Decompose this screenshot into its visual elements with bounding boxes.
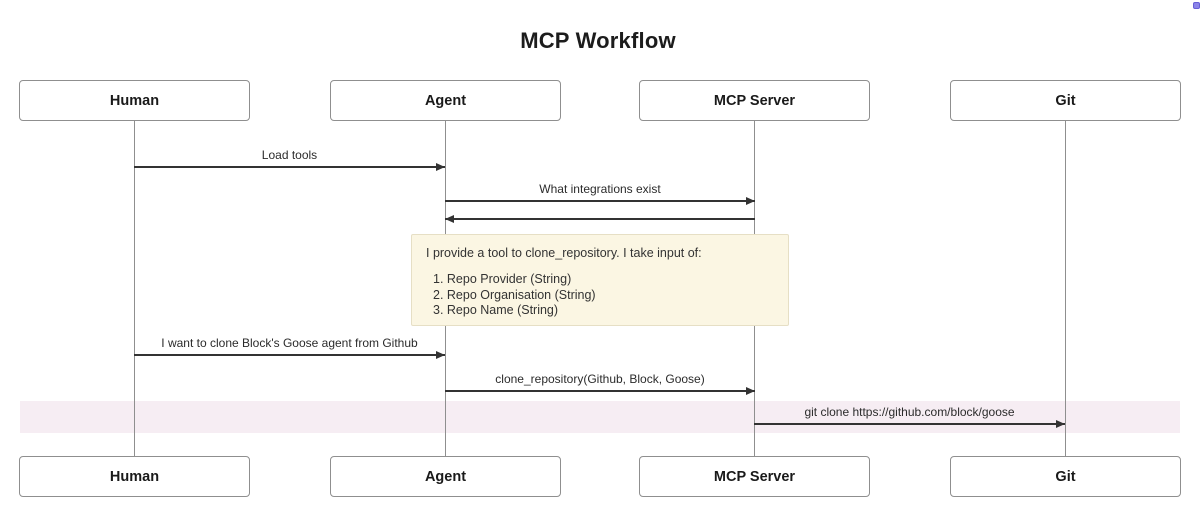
lifeline-git [1065, 121, 1066, 456]
arrow-right-icon [445, 387, 755, 394]
actor-agent-top: Agent [330, 80, 561, 121]
diagram-title: MCP Workflow [520, 28, 676, 53]
actor-label: MCP Server [713, 92, 796, 109]
note-item: 1. Repo Provider (String) [433, 272, 572, 286]
message-clone-repository-call: clone_repository(Github, Block, Goose) [445, 372, 755, 394]
actor-label: MCP Server [713, 468, 796, 485]
arrow-left-icon [445, 215, 755, 222]
message-what-integrations-exist: What integrations exist [445, 182, 755, 204]
message-clone-request: I want to clone Block's Goose agent from… [134, 336, 445, 358]
note-intro: I provide a tool to clone_repository. I … [426, 246, 702, 260]
lifeline-human [134, 121, 135, 456]
actor-label: Human [109, 92, 160, 109]
actor-git-top: Git [950, 80, 1181, 121]
actor-label: Human [109, 468, 160, 485]
note-clone-repository: I provide a tool to clone_repository. I … [411, 234, 789, 326]
message-load-tools: Load tools [134, 148, 445, 170]
message-label: What integrations exist [539, 182, 661, 196]
arrow-right-icon [134, 163, 445, 170]
message-label: git clone https://github.com/block/goose [804, 405, 1015, 419]
purple-marker-dot [1193, 2, 1200, 9]
actor-label: Git [1055, 468, 1076, 485]
message-return-to-agent [445, 215, 755, 222]
actor-git-bottom: Git [950, 456, 1181, 497]
actor-label: Agent [424, 468, 467, 485]
message-label: I want to clone Block's Goose agent from… [161, 336, 418, 350]
actor-human-bottom: Human [19, 456, 250, 497]
arrow-right-icon [754, 420, 1065, 427]
note-items: 1. Repo Provider (String) 2. Repo Organi… [426, 272, 774, 319]
actor-label: Agent [424, 92, 467, 109]
arrow-right-icon [134, 351, 445, 358]
highlight-band [20, 401, 1180, 433]
actor-label: Git [1055, 92, 1076, 109]
actor-agent-bottom: Agent [330, 456, 561, 497]
actor-mcp-server-top: MCP Server [639, 80, 870, 121]
actor-mcp-server-bottom: MCP Server [639, 456, 870, 497]
actor-human-top: Human [19, 80, 250, 121]
note-item: 3. Repo Name (String) [433, 303, 559, 317]
message-git-clone: git clone https://github.com/block/goose [754, 405, 1065, 427]
arrow-right-icon [445, 197, 755, 204]
message-label: clone_repository(Github, Block, Goose) [495, 372, 705, 386]
note-item: 2. Repo Organisation (String) [433, 287, 596, 302]
message-label: Load tools [261, 148, 318, 162]
